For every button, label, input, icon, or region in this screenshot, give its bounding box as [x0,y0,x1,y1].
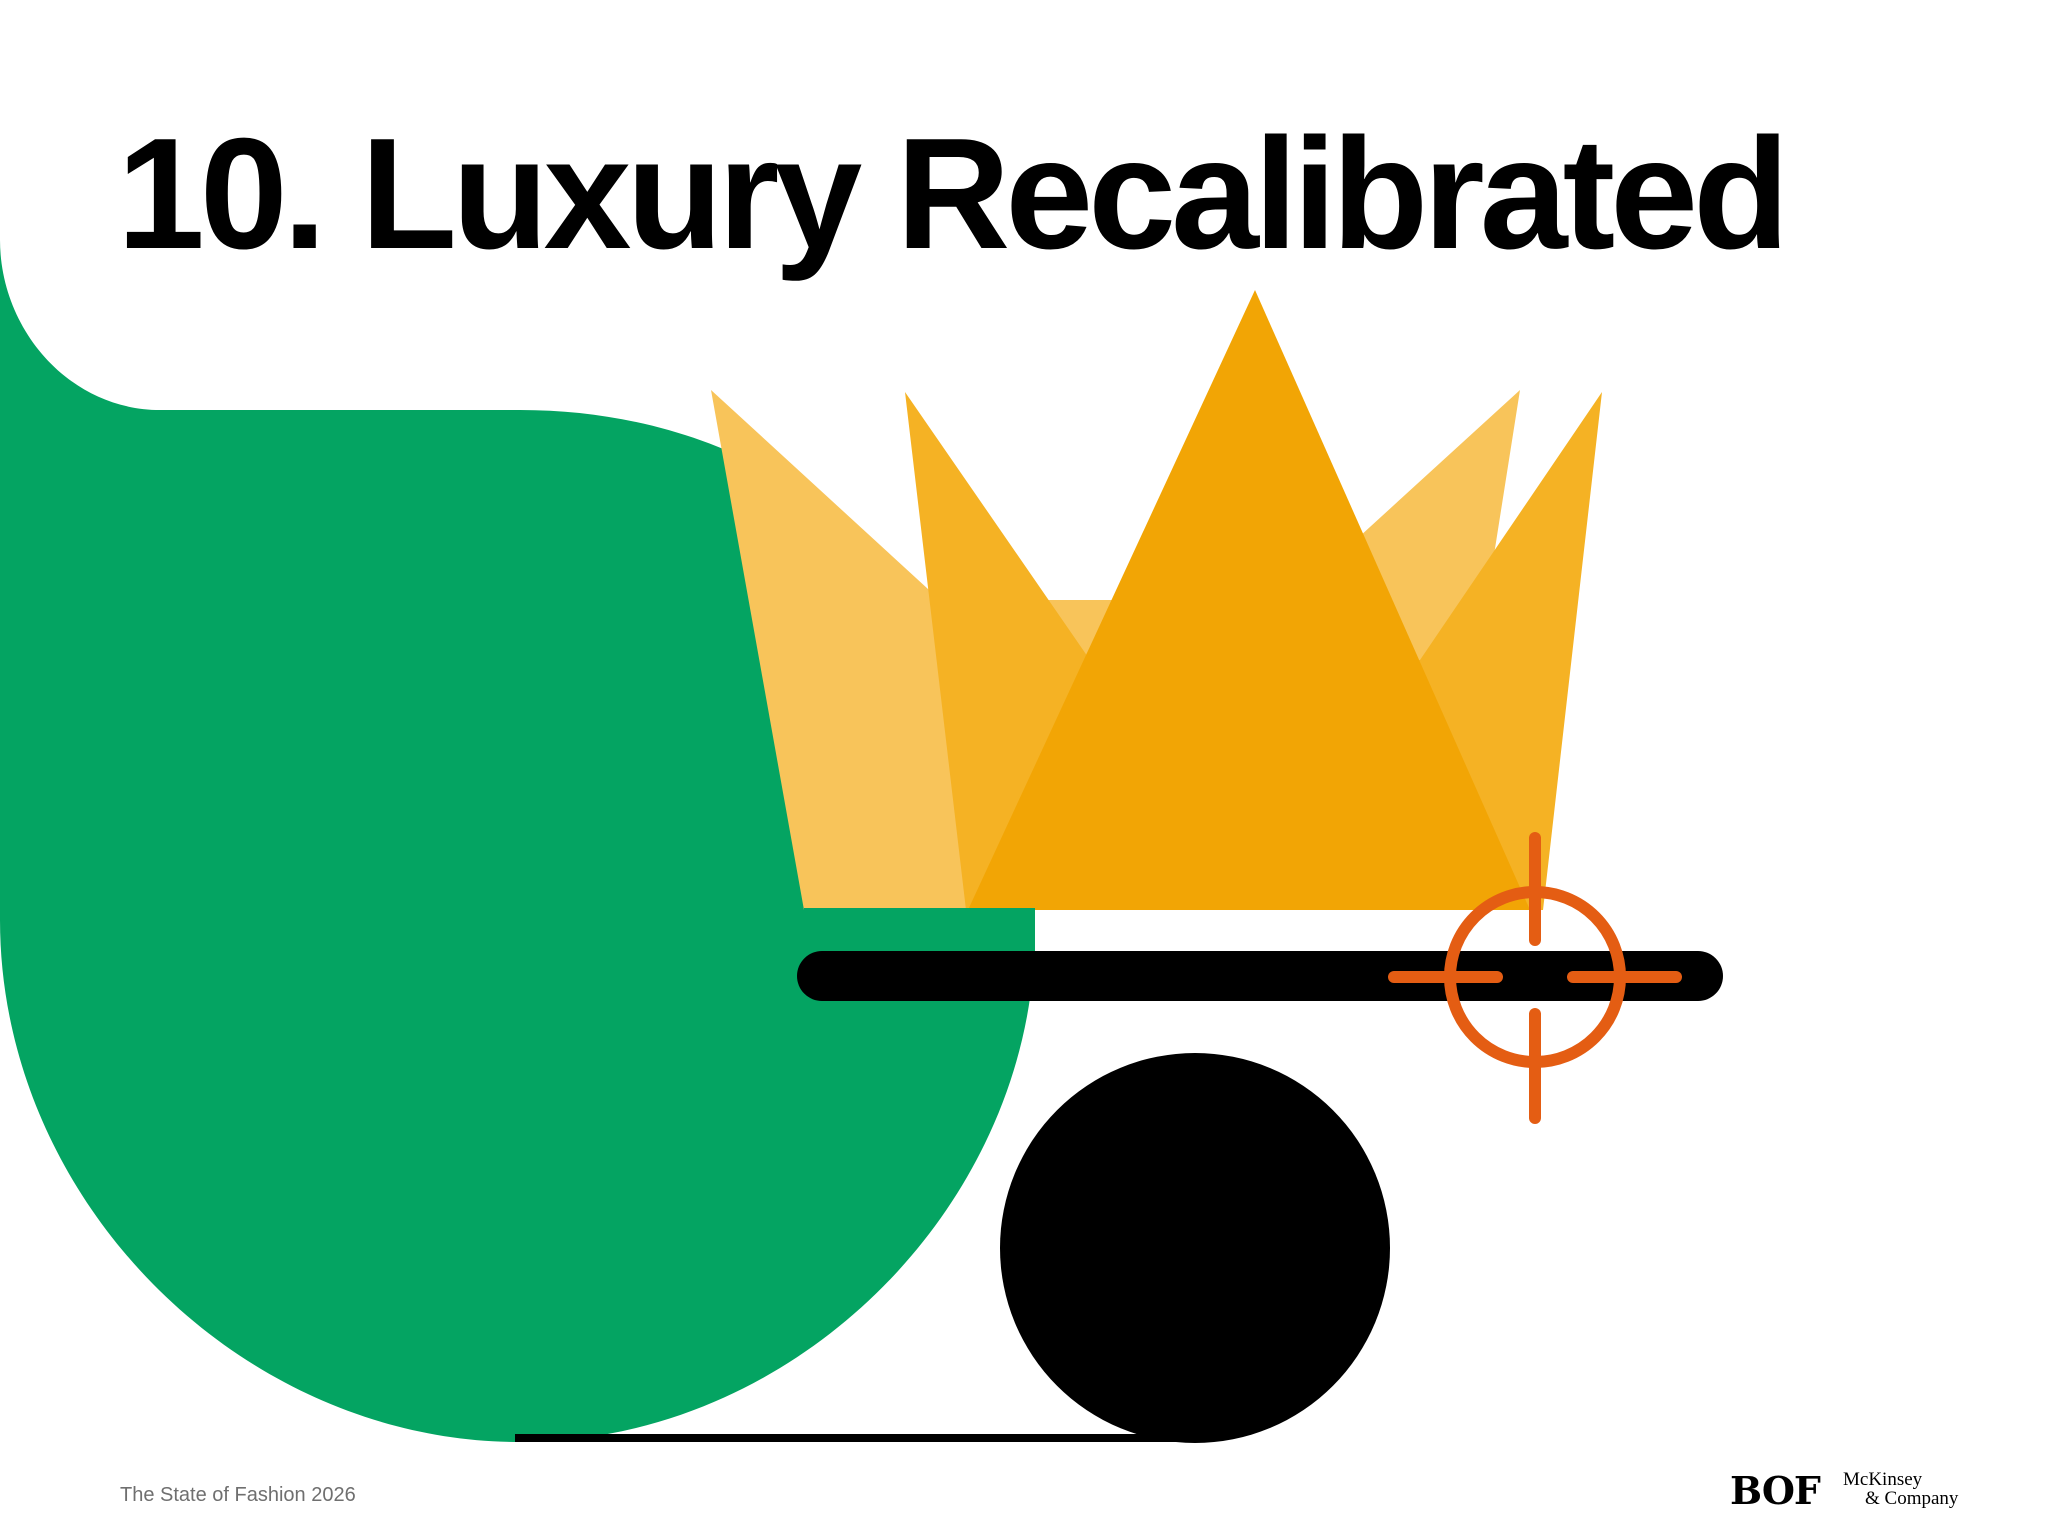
slide-title: 10. Luxury Recalibrated [117,106,1790,282]
black-ball [1000,1053,1390,1443]
target-crosshair-icon [1388,832,1682,1124]
crown-icon [711,290,1602,910]
mckinsey-logo-line1: McKinsey [1843,1469,1923,1490]
balance-bar [797,951,1723,1001]
ground-line [515,1434,1195,1442]
mckinsey-logo-line2: & Company [1865,1488,1959,1509]
mckinsey-logo: McKinsey & Company [1843,1470,1958,1508]
bof-logo: BOF [1730,1468,1821,1513]
crown-center-peak [968,290,1530,910]
footer-report-name: The State of Fashion 2026 [120,1484,356,1506]
